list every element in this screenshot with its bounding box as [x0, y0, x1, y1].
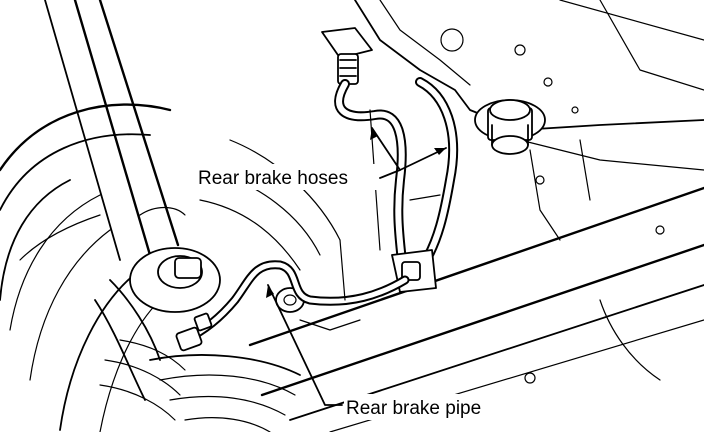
body-mount-nut — [474, 99, 546, 155]
pipe-label-backdrop — [344, 394, 504, 420]
body-panel — [354, 0, 704, 241]
hoses-leader-lines — [370, 127, 447, 179]
pipe-leader-line — [266, 284, 343, 406]
strut — [44, 0, 186, 261]
hoses-label-backdrop — [196, 164, 378, 190]
brake-hose-left — [334, 79, 407, 267]
brake-hose-right — [415, 77, 459, 267]
upper-hose-bracket — [321, 27, 373, 85]
rear-brake-pipe-label: Rear brake pipe — [346, 398, 481, 419]
rear-brake-pipe — [175, 260, 410, 352]
rear-brake-hoses-label: Rear brake hoses — [198, 168, 348, 189]
hub-knuckle — [94, 247, 221, 421]
suspension-arm — [248, 186, 704, 432]
